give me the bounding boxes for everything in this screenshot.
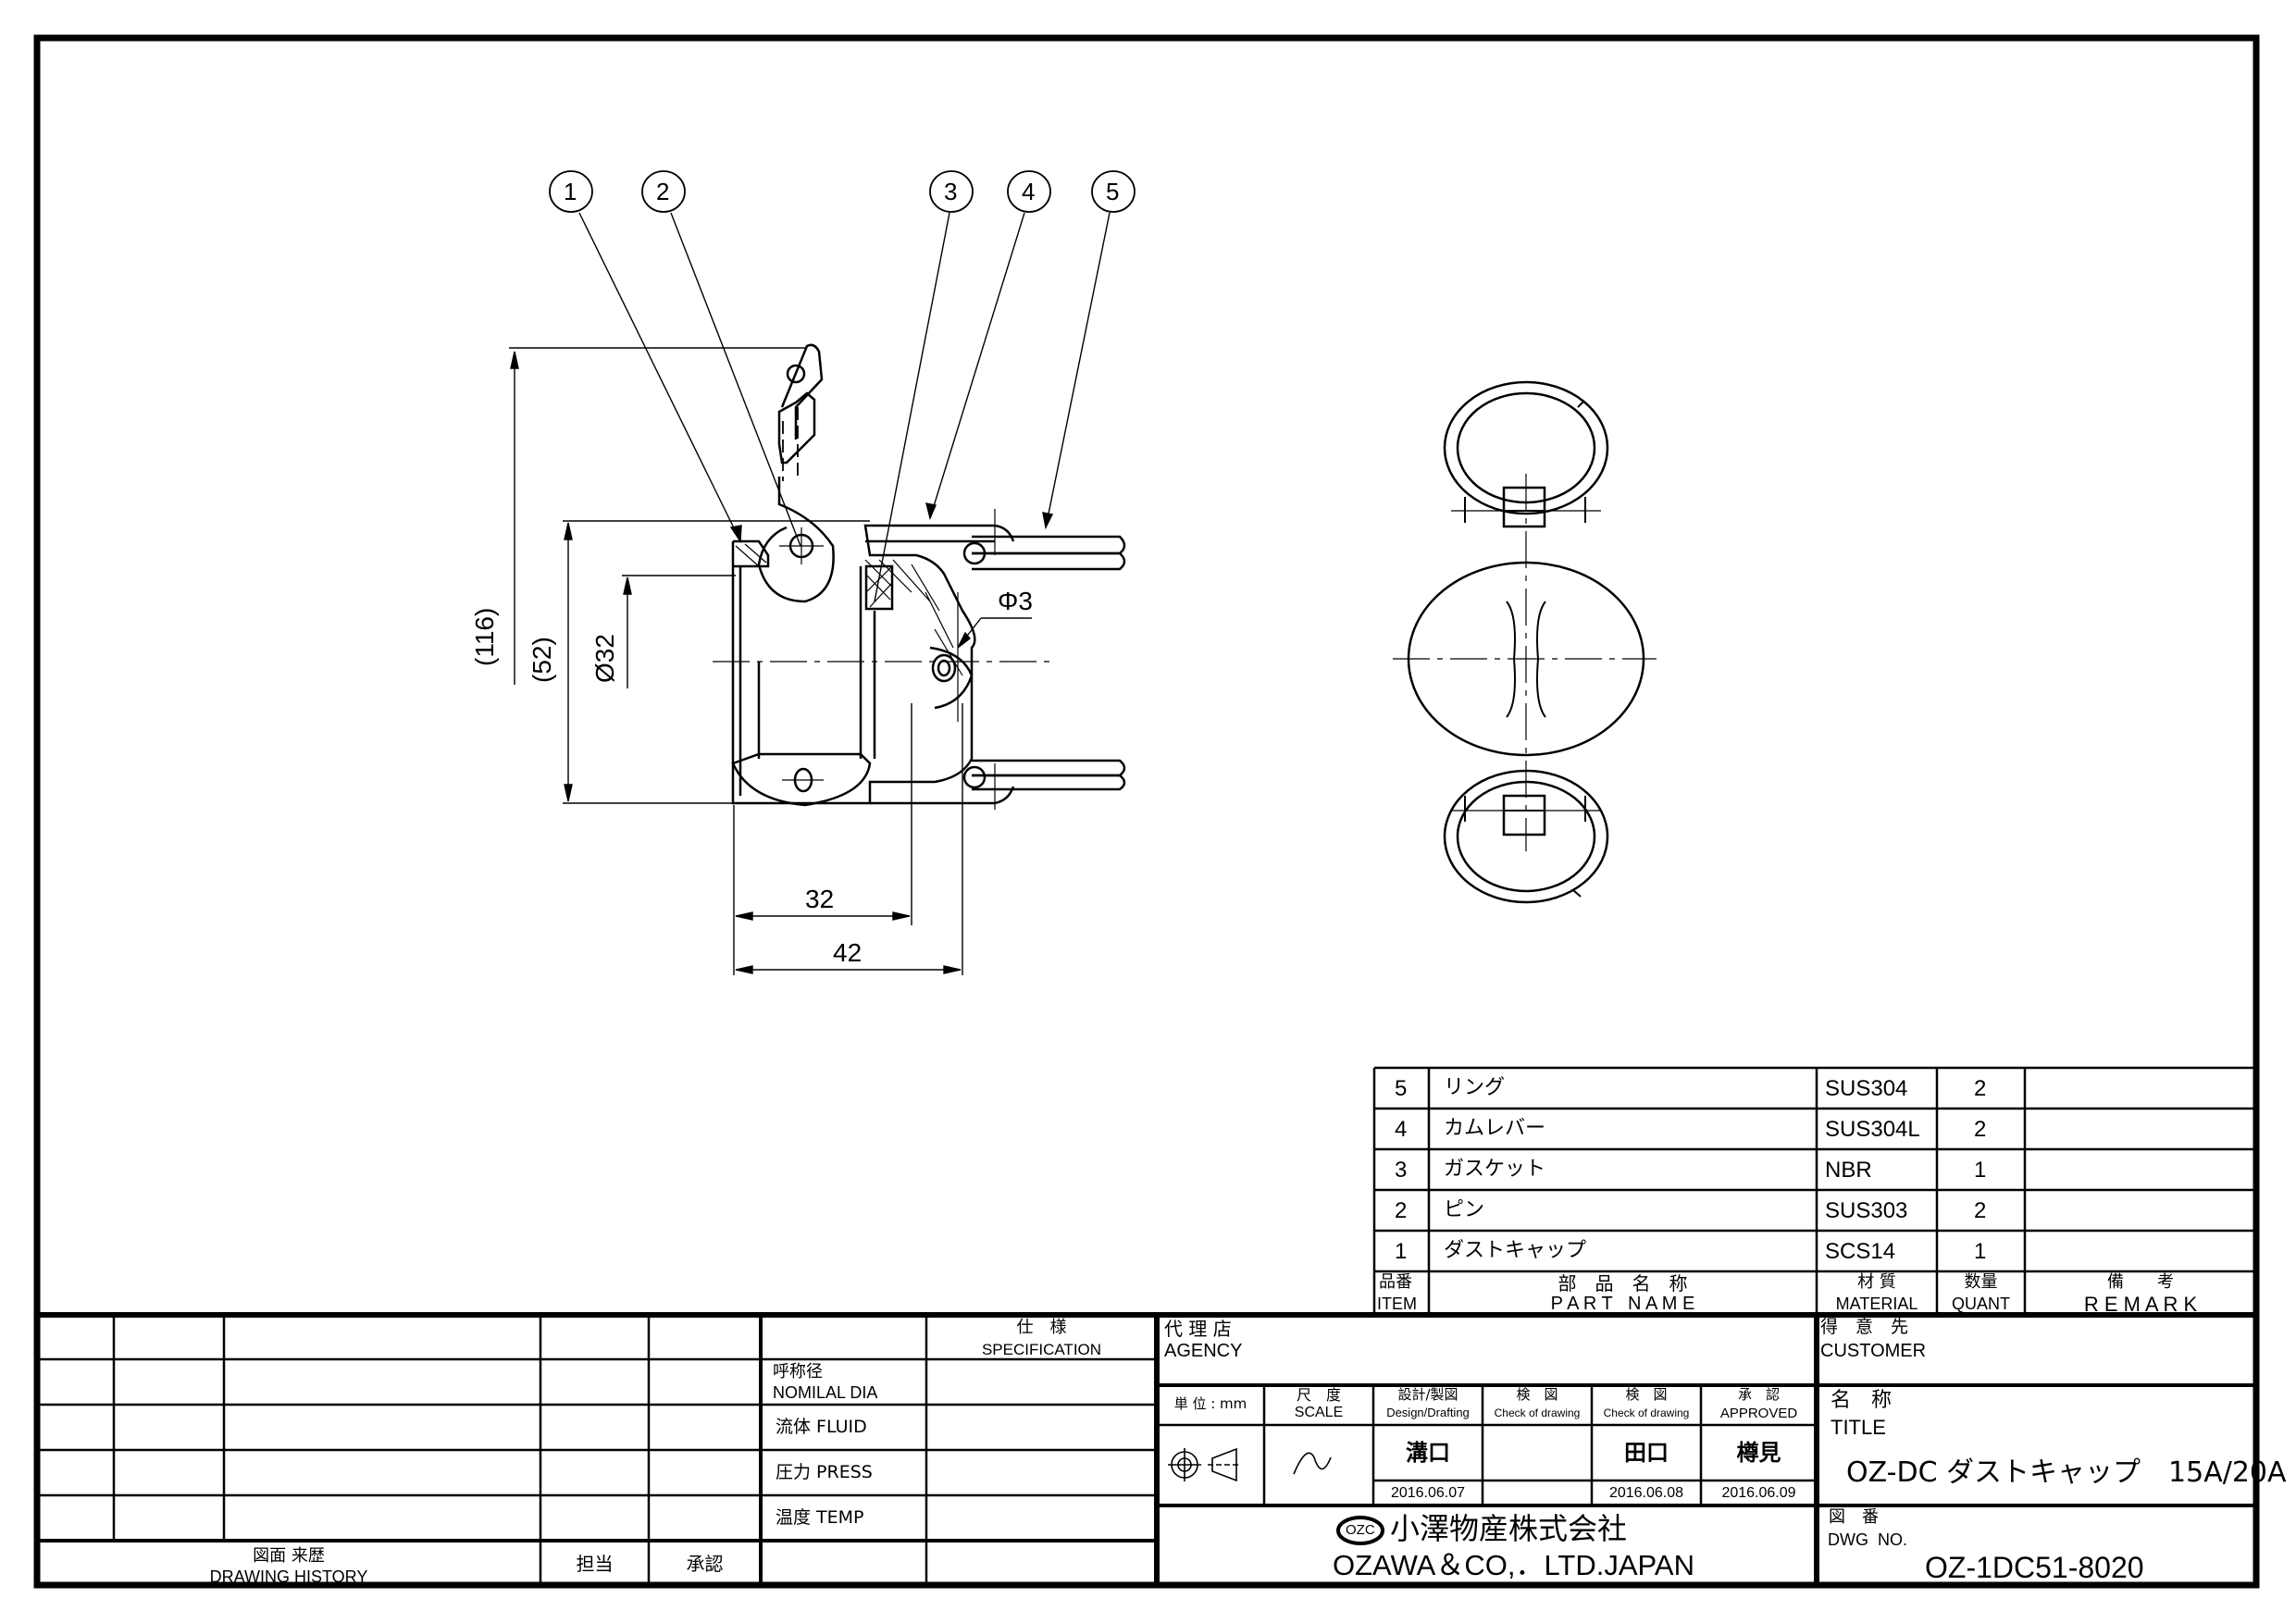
design-label-en: Design/Drafting [1386,1406,1470,1419]
part-qty: 1 [1974,1239,1987,1264]
part-name: リング [1444,1076,1506,1099]
part-name: ガスケット [1444,1158,1546,1181]
design-date: 2016.06.07 [1390,1485,1466,1501]
balloon-3 [929,170,974,213]
check2-date: 2016.06.08 [1608,1485,1684,1501]
spec-nominal-dia-jp: 呼称径 [773,1362,823,1381]
part-name: ピン [1444,1198,1485,1221]
agency-label-en: AGENCY [1164,1341,1243,1361]
company-logo [1336,1516,1384,1545]
dim-body-height: (52) [527,637,556,683]
item-balloons [549,170,1136,213]
part-qty: 2 [1974,1076,1987,1101]
header-name-jp: 部 品 名 称 [1558,1272,1688,1295]
header-material-en: MATERIAL [1835,1295,1918,1313]
header-material-jp: 材 質 [1857,1272,1896,1292]
approved-label-jp: 承 認 [1737,1386,1780,1403]
title-label-jp: 名 称 [1831,1389,1893,1412]
scale-label-jp: 尺 度 [1296,1386,1341,1404]
dim-overall-height: (116) [470,607,499,666]
part-name: カムレバー [1444,1117,1546,1140]
balloon-label-1: 1 [564,178,577,205]
header-name-en: P A R T N A M E [1550,1294,1695,1314]
check2-label-en: Check of drawing [1603,1406,1690,1419]
check2-label-jp: 検 図 [1625,1386,1668,1403]
dwg-label-jp: 図 番 [1829,1507,1879,1527]
parts-list-grid [1372,1066,2256,1314]
part-material: SUS304 [1825,1076,1908,1101]
balloon-4 [1007,170,1051,213]
dim-pin-hole: Φ3 [998,587,1033,615]
header-item-en: ITEM [1377,1295,1417,1313]
customer-label-jp: 得 意 先 [1820,1317,1909,1337]
spec-fluid: 流体 FLUID [776,1417,867,1437]
customer-label-en: CUSTOMER [1820,1341,1927,1361]
part-material: SUS304L [1825,1117,1920,1142]
projection-symbol-icon [1168,1447,1240,1482]
dimension-lines [509,347,1032,975]
part-qty: 2 [1974,1198,1987,1223]
header-remark-jp: 備 考 [2107,1272,2174,1292]
part-material: SCS14 [1825,1239,1896,1264]
checker2-name: 田口 [1624,1440,1669,1466]
dim-length-short: 32 [805,885,835,913]
part-qty: 2 [1974,1117,1987,1142]
balloon-label-5: 5 [1106,178,1120,205]
approver-name: 樽見 [1736,1440,1781,1466]
spec-nominal-dia-en: NOMILAL DIA [773,1383,878,1402]
leader-lines [578,212,1111,602]
part-material: NBR [1825,1158,1872,1183]
section-view [509,212,1126,975]
company-logo-text: OZC [1346,1522,1375,1538]
company-name-jp: 小澤物産株式会社 [1390,1511,1628,1546]
sheet-border [33,34,2260,1589]
title-block-grid [37,1312,2256,1585]
part-name: ダストキャップ [1444,1239,1587,1262]
balloon-label-3: 3 [944,178,958,205]
dim-bore-diameter: Ø32 [590,634,619,683]
check1-label-en: Check of drawing [1494,1406,1581,1419]
drawing-number: OZ-1DC51-8020 [1925,1551,2144,1584]
agency-label-jp: 代 理 店 [1164,1318,1232,1340]
history-approve: 承認 [686,1553,724,1575]
header-remark-en: R E M A R K [2083,1293,2198,1316]
title-label-en: TITLE [1831,1416,1886,1439]
spec-header-jp: 仕 様 [1016,1318,1067,1337]
hatching [735,543,963,676]
dwg-label-en: DWG NO. [1828,1530,1907,1549]
company-name-en: OZAWA＆CO,．LTD.JAPAN [1333,1549,1694,1581]
approve-date: 2016.06.09 [1721,1485,1796,1501]
approved-label-en: APPROVED [1719,1406,1798,1421]
designer-name: 溝口 [1406,1440,1450,1466]
part-item: 5 [1395,1076,1408,1101]
part-item: 2 [1395,1198,1408,1223]
part-item: 1 [1395,1239,1408,1264]
part-item: 4 [1395,1117,1408,1142]
balloon-label-2: 2 [656,178,670,205]
history-label-en: DRAWING HISTORY [209,1567,368,1586]
balloon-1 [549,170,593,213]
balloon-label-4: 4 [1022,178,1036,205]
balloon-2 [641,170,686,213]
scale-wave-icon [1293,1452,1332,1475]
part-item: 3 [1395,1158,1408,1183]
dim-length-overall: 42 [833,938,863,967]
spec-temp: 温度 TEMP [776,1507,864,1528]
scale-label-en: SCALE [1294,1405,1344,1420]
header-qty-jp: 数量 [1964,1272,1998,1292]
unit-label: 単 位 : mm [1173,1395,1247,1412]
history-label-jp: 図面 来歴 [253,1546,325,1566]
header-item-jp: 品番 [1379,1272,1412,1292]
history-charge: 担当 [576,1553,614,1575]
drawing-title: OZ-DC ダストキャップ 15A/20A [1846,1456,2287,1489]
end-view [1393,380,1657,904]
balloon-5 [1091,170,1136,213]
spec-header-en: SPECIFICATION [981,1341,1102,1358]
check1-label-jp: 検 図 [1516,1386,1558,1403]
spec-press: 圧力 PRESS [776,1462,873,1482]
part-qty: 1 [1974,1158,1987,1183]
part-material: SUS303 [1825,1198,1908,1223]
design-label-jp: 設計/製図 [1397,1386,1458,1403]
header-qty-en: QUANT [1952,1295,2010,1313]
